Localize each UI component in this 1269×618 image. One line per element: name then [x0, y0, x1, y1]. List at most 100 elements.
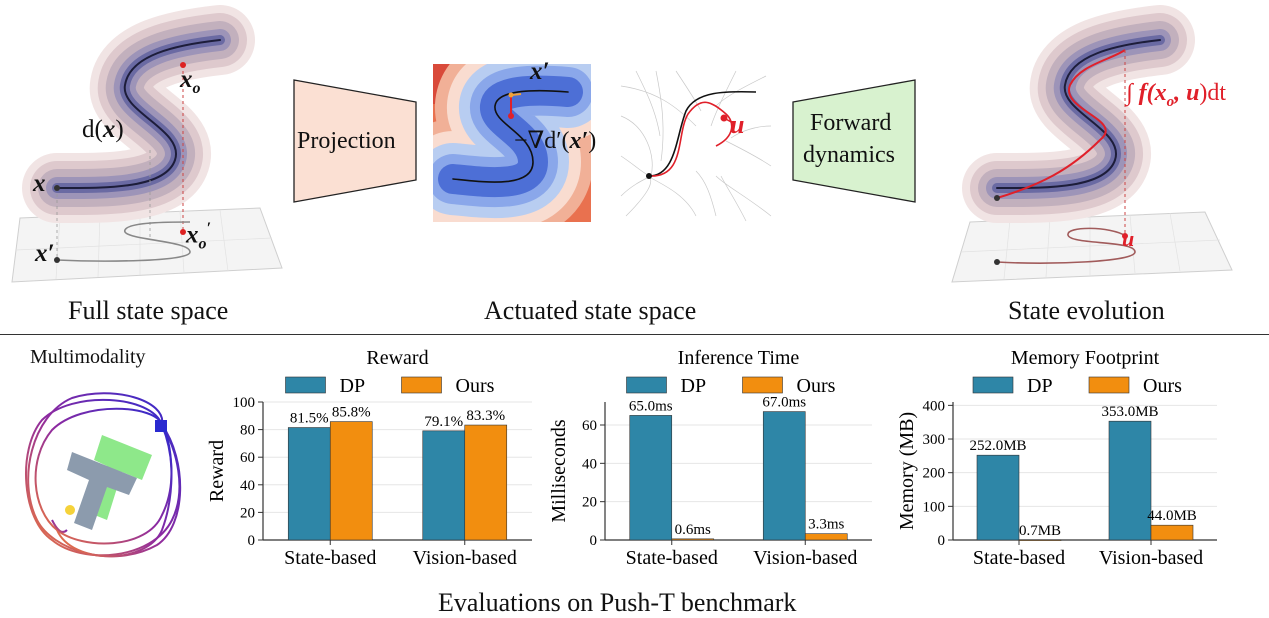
legend-swatch-2-0 — [972, 376, 1014, 394]
section-divider — [0, 334, 1269, 335]
bar-2-1-1 — [1150, 524, 1194, 541]
xop-label: xo′ — [186, 220, 211, 253]
legend-swatch-0-0 — [285, 376, 326, 394]
projection-block — [293, 79, 417, 203]
ytick-label-1-3: 60 — [582, 418, 597, 434]
benchmark-caption: Evaluations on Push-T benchmark — [438, 588, 797, 617]
ytick-label-0-3: 60 — [240, 450, 255, 466]
x-label: x — [33, 170, 46, 197]
chart-title-2: Memory Footprint — [1011, 347, 1160, 369]
actuated-xp-label: x′ — [530, 58, 550, 85]
legend-label-0-1: Ours — [456, 375, 495, 397]
state-evolution-caption: State evolution — [1008, 296, 1165, 325]
projected-curve — [56, 221, 191, 262]
ytick-label-1-2: 40 — [582, 456, 597, 472]
data-label-0-0-1: 79.1% — [424, 414, 463, 430]
ytick-label-2-4: 400 — [923, 398, 946, 414]
legend-label-1-1: Ours — [797, 375, 836, 397]
xop-point — [180, 229, 186, 235]
legend-label-2-0: DP — [1027, 375, 1053, 397]
chart-title-0: Reward — [366, 347, 428, 369]
evolution-u-label: u — [1122, 226, 1135, 251]
actuated-curve — [452, 89, 569, 183]
xtick-label-0-0: State-based — [284, 547, 376, 569]
data-label-2-1-0: 0.7MB — [1019, 523, 1061, 539]
bar-2-0-0 — [976, 454, 1020, 541]
full-state-space-figure — [11, 5, 283, 283]
xtick-label-1-1: Vision-based — [753, 547, 857, 569]
legend-swatch-2-1 — [1088, 376, 1130, 394]
xp-label: x′ — [35, 240, 55, 267]
target-t-shape — [92, 435, 152, 520]
xo-label: xo — [180, 66, 201, 97]
legend-swatch-1-0 — [626, 376, 667, 394]
data-label-2-0-0: 252.0MB — [969, 438, 1026, 454]
multimodality-title: Multimodality — [30, 346, 146, 368]
bar-1-1-1 — [804, 533, 848, 541]
nominal-trajectory — [648, 90, 757, 177]
chart-title-1: Inference Time — [678, 347, 800, 369]
ytick-label-2-3: 300 — [923, 432, 946, 448]
full-state-space-caption: Full state space — [68, 296, 229, 325]
data-label-0-0-0: 81.5% — [290, 411, 329, 427]
xtick-label-0-1: Vision-based — [413, 547, 517, 569]
legend-swatch-1-1 — [742, 376, 783, 394]
data-label-2-0-1: 353.0MB — [1101, 404, 1158, 420]
state-evolution-figure — [951, 5, 1233, 283]
evolution-ground-plane — [951, 211, 1233, 283]
multimodality-plot — [25, 392, 182, 558]
bar-0-1-0 — [329, 421, 373, 541]
legend-label-0-0: DP — [340, 375, 366, 397]
actuated-u-label: u — [730, 110, 745, 139]
forward-dynamics-block — [792, 79, 916, 203]
bar-1-0-1 — [762, 411, 806, 541]
forward-label-1: Forward — [810, 110, 892, 136]
ylabel-2: Memory (MB) — [896, 412, 918, 530]
legend-label-2-1: Ours — [1143, 375, 1182, 397]
forward-label-2: dynamics — [803, 142, 895, 168]
ytick-label-0-5: 100 — [233, 395, 256, 411]
bar-0-0-0 — [287, 427, 331, 541]
ytick-label-0-1: 20 — [240, 505, 255, 521]
bar-1-0-0 — [629, 415, 673, 541]
data-label-0-1-1: 83.3% — [466, 408, 505, 424]
object-t-shape — [67, 452, 137, 530]
data-label-1-0-0: 65.0ms — [629, 398, 673, 414]
evolution-projection — [996, 227, 1136, 264]
bar-0-0-1 — [422, 430, 466, 541]
ytick-label-0-2: 40 — [240, 478, 255, 494]
tube-surface — [22, 5, 255, 224]
vector-field-plot — [620, 70, 772, 222]
bar-0-1-1 — [464, 424, 508, 541]
xo-point — [180, 62, 186, 68]
evolution-trajectory — [996, 49, 1126, 199]
data-label-1-1-1: 3.3ms — [808, 517, 844, 533]
ytick-label-0-4: 80 — [240, 423, 255, 439]
data-label-1-0-1: 67.0ms — [762, 395, 806, 411]
actuated-state-space-caption: Actuated state space — [484, 296, 697, 325]
ylabel-1: Milliseconds — [548, 419, 570, 523]
xp-point — [54, 257, 60, 263]
bar-2-0-1 — [1108, 420, 1152, 541]
ylabel-0: Reward — [206, 440, 228, 502]
data-label-2-1-1: 44.0MB — [1147, 508, 1197, 524]
ytick-label-2-2: 200 — [923, 466, 946, 482]
grad-label: −∇d′(x′) — [514, 128, 597, 154]
ytick-label-1-1: 20 — [582, 495, 597, 511]
xtick-label-1-0: State-based — [626, 547, 718, 569]
bar-1-1-0 — [671, 538, 715, 541]
distance-field-plot — [433, 64, 591, 222]
xtick-label-2-1: Vision-based — [1099, 547, 1203, 569]
x-point — [54, 185, 60, 191]
trajectory-curve — [56, 39, 221, 190]
bar-2-1-0 — [1018, 539, 1062, 541]
legend-swatch-0-1 — [401, 376, 442, 394]
xtick-label-2-0: State-based — [973, 547, 1065, 569]
integral-label: ∫ f(xo, u)dt — [1126, 80, 1227, 110]
data-label-1-1-0: 0.6ms — [675, 522, 711, 538]
d-label: d(x) — [82, 116, 124, 143]
ytick-label-2-1: 100 — [923, 499, 946, 515]
controlled-trajectory — [648, 101, 733, 177]
ytick-label-2-0: 0 — [938, 533, 946, 549]
